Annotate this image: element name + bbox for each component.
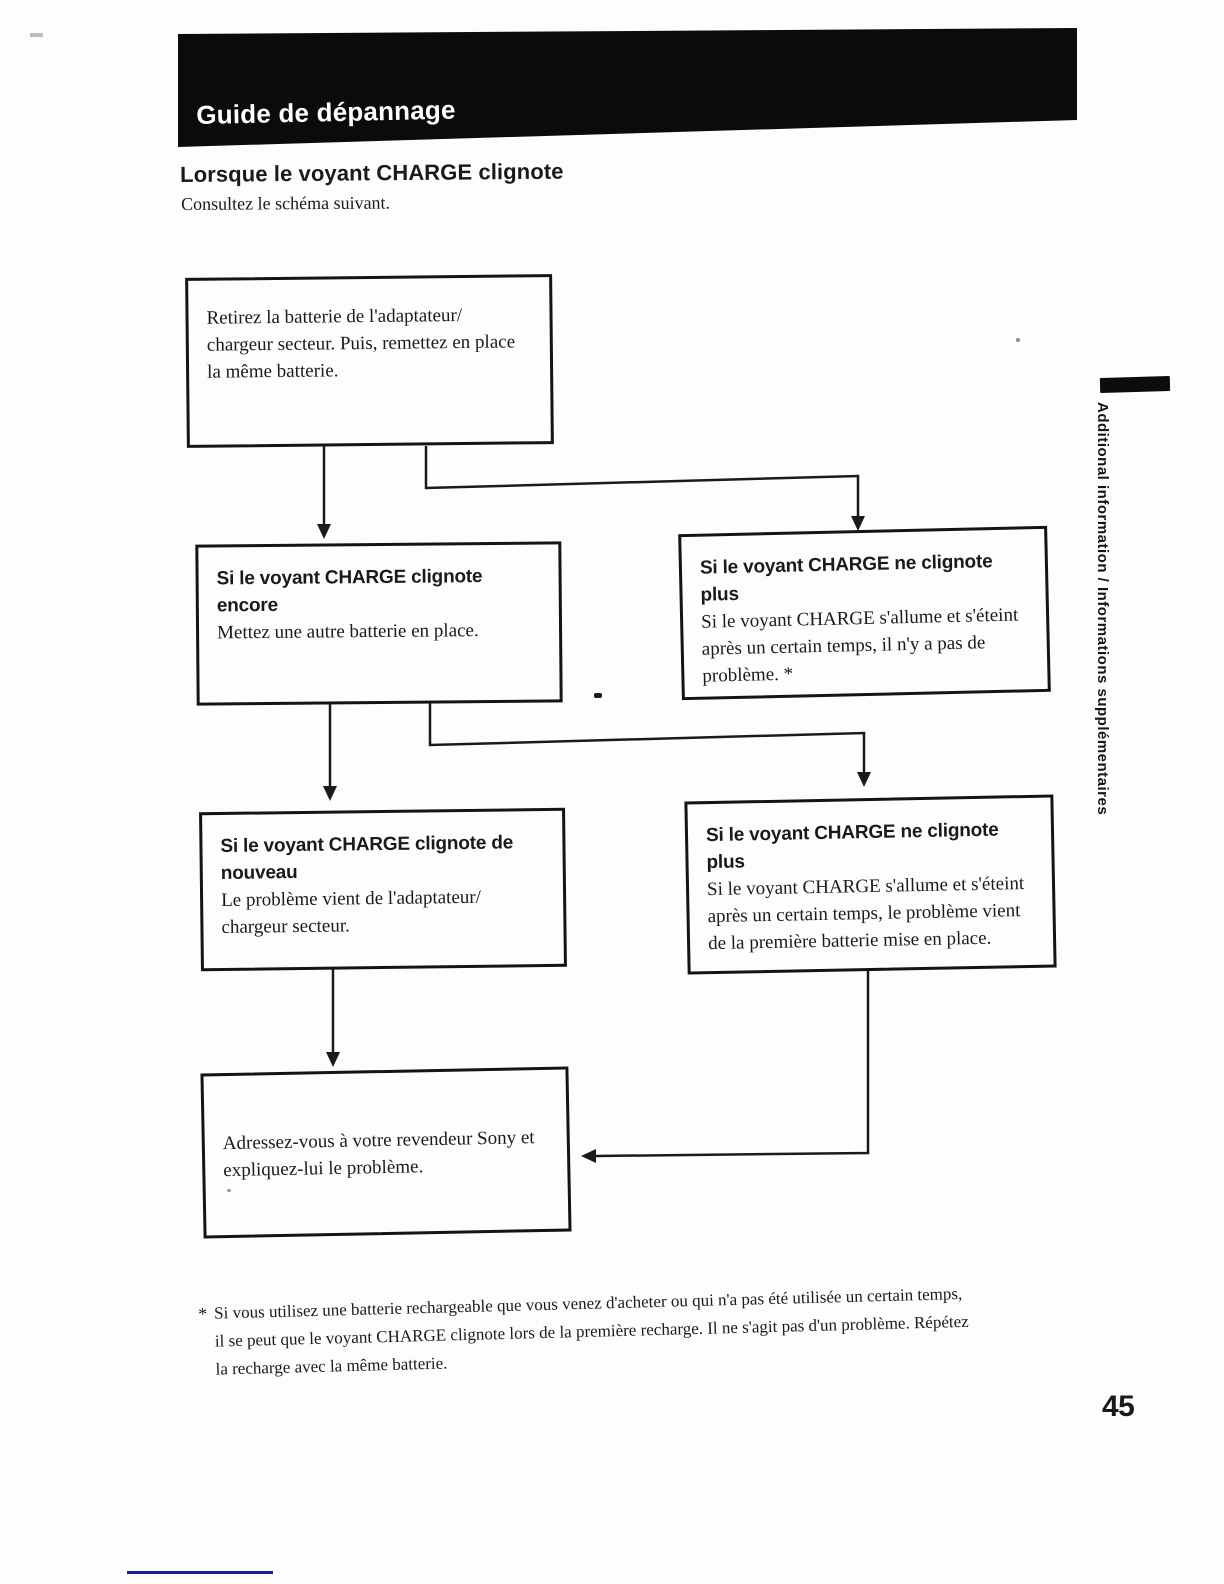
flow-box-charge-stops-blinking-2: Si le voyant CHARGE ne clignote plus Si … — [684, 794, 1057, 975]
flow-box-title: Si le voyant CHARGE ne clignote plus — [699, 551, 993, 606]
arrowhead-icon — [323, 786, 337, 801]
flow-box-body: Adressez-vous à votre revendeur Sony et … — [222, 1127, 535, 1182]
flow-box-remove-battery: Retirez la batterie de l'adaptateur/ cha… — [185, 274, 554, 448]
arrowhead-icon — [851, 516, 865, 531]
flow-box-contact-dealer: Adressez-vous à votre revendeur Sony et … — [200, 1066, 572, 1239]
flow-box-charge-stops-blinking: Si le voyant CHARGE ne clignote plus Si … — [678, 525, 1051, 701]
scan-artifact — [594, 693, 602, 698]
sidebar-caption: Additional information / Informations su… — [1094, 402, 1111, 816]
arrow-blinks-again-to-stops-blinking-2 — [428, 703, 866, 772]
arrowhead-icon — [857, 772, 871, 787]
arrowhead-icon — [317, 524, 331, 539]
section-header-band: Guide de dépannage — [178, 28, 1077, 147]
page-subtitle: Consultez le schéma suivant. — [181, 192, 391, 214]
section-header-title: Guide de dépannage — [196, 94, 456, 130]
arrow-stops-blinking-2-to-dealer — [595, 970, 870, 1158]
flow-box-title: Si le voyant CHARGE clignote encore — [216, 566, 483, 617]
flow-box-charge-blinks-again: Si le voyant CHARGE clignote encore Mett… — [195, 541, 563, 706]
bottom-accent-rule — [127, 1571, 273, 1574]
footnote-text: Si vous utilisez une batterie rechargeab… — [214, 1280, 970, 1384]
flow-box-charge-blinks-anew: Si le voyant CHARGE clignote de nouveau … — [199, 807, 567, 972]
section-tab-marker — [1099, 376, 1171, 393]
flow-box-title: Si le voyant CHARGE clignote de nouveau — [220, 832, 514, 884]
flow-box-body: Si le voyant CHARGE s'allume et s'éteint… — [700, 604, 1019, 687]
arrowhead-icon — [581, 1149, 596, 1163]
flow-box-body: Le problème vient de l'adaptateur/ charg… — [220, 886, 482, 938]
footnote: * Si vous utilisez une batterie recharge… — [198, 1276, 1100, 1384]
scan-artifact — [30, 33, 43, 37]
page-number: 45 — [1102, 1390, 1135, 1423]
flow-box-body: Si le voyant CHARGE s'allume et s'éteint… — [706, 873, 1025, 955]
flow-box-body: Retirez la batterie de l'adaptateur/ cha… — [206, 305, 516, 383]
arrow-start-to-stops-blinking — [424, 446, 860, 516]
scan-artifact — [227, 1189, 231, 1192]
flow-box-body: Mettez une autre batterie en place. — [216, 620, 479, 644]
arrowhead-icon — [326, 1052, 340, 1067]
page-title: Lorsque le voyant CHARGE clignote — [180, 158, 564, 187]
flow-box-title: Si le voyant CHARGE ne clignote plus — [705, 819, 999, 874]
scan-artifact — [1016, 338, 1020, 342]
